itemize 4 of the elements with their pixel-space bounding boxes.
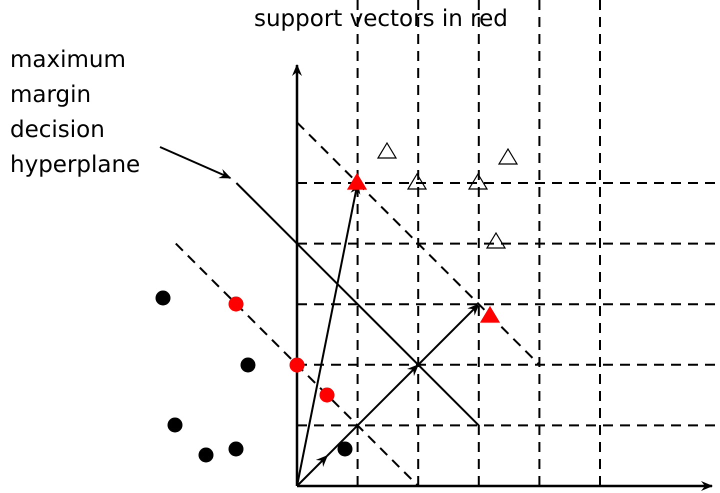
note-text: support vectors in red [254,5,508,34]
hyperplane-line [236,182,480,426]
leader-line [160,146,232,179]
callout-text: maximum margin decision hyperplane [10,43,160,183]
